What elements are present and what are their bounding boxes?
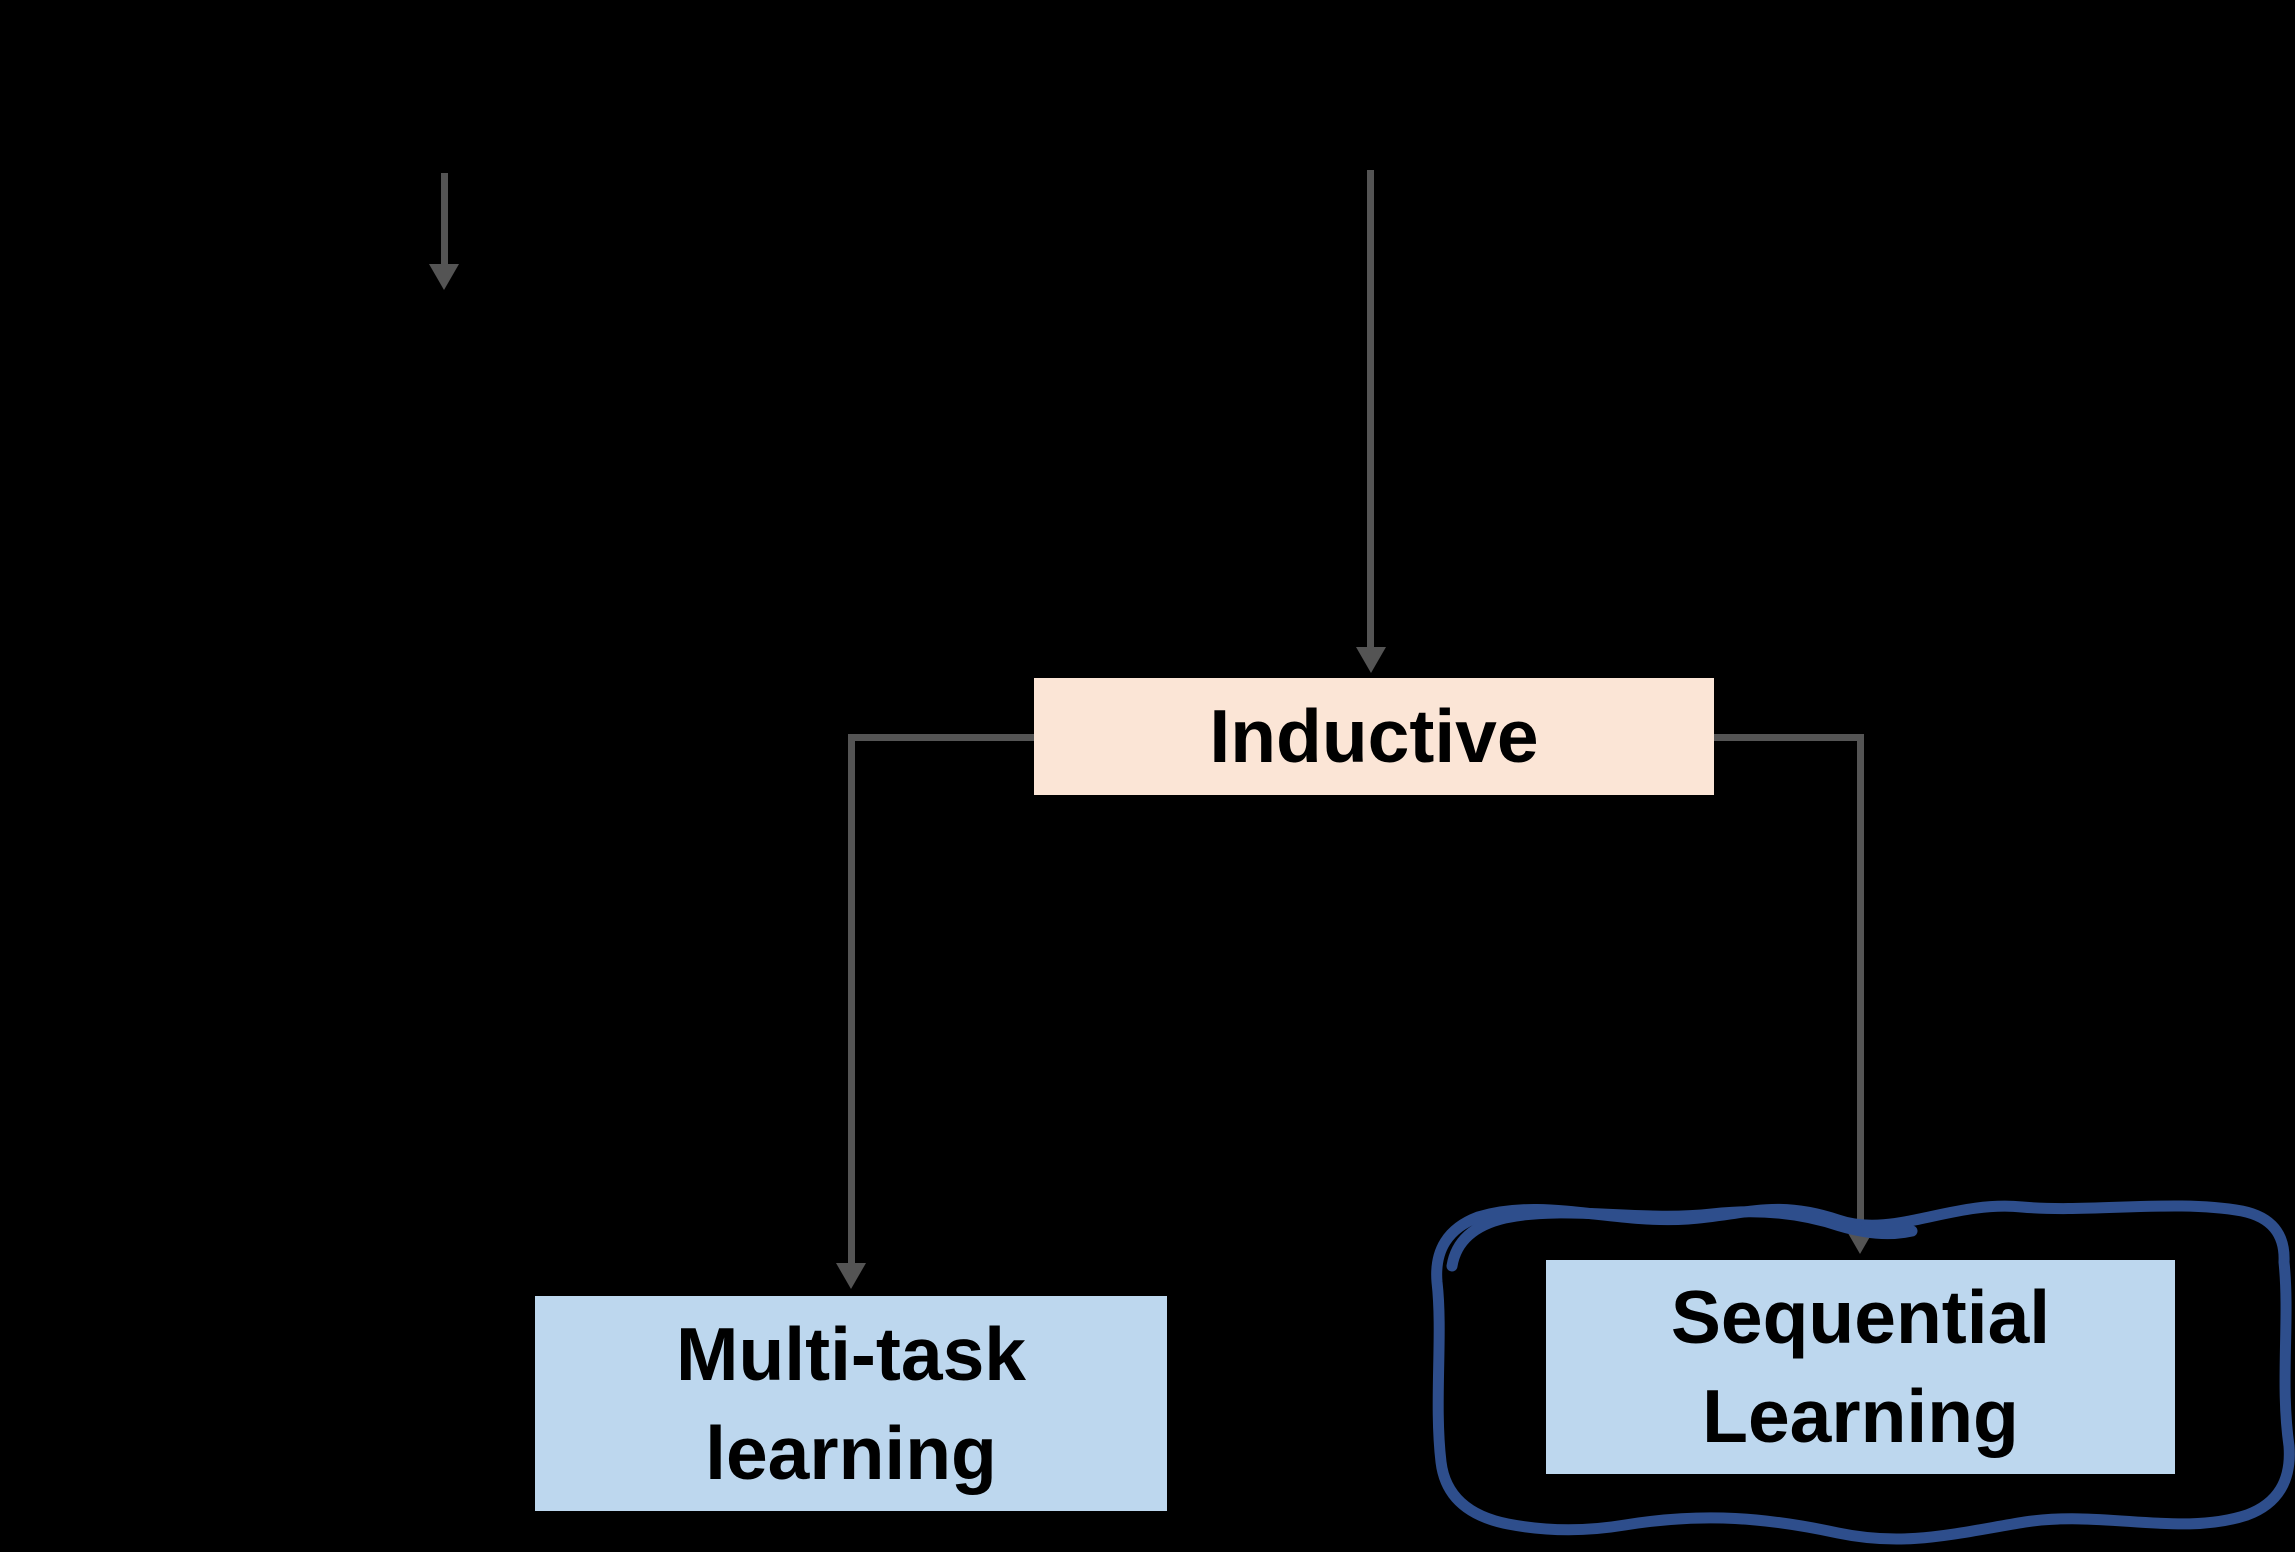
edge-inductive-to-sequential-vline: [1857, 734, 1864, 1228]
edge-inductive-to-sequential-hline: [1714, 734, 1864, 741]
down-arrowhead-icon: [429, 264, 459, 290]
multitask-node: Multi-task learning: [535, 1296, 1167, 1511]
inductive-node: Inductive: [1034, 678, 1714, 795]
inductive-label: Inductive: [1209, 694, 1539, 778]
edge-top-to-inductive-line: [1367, 170, 1374, 647]
sequential-label: Sequential Learning: [1670, 1275, 2051, 1458]
edge-inductive-to-multitask-hline: [848, 734, 1034, 741]
scribble-overlap-stroke: [1446, 1206, 1918, 1272]
short-down-arrow-line: [441, 173, 448, 264]
multitask-label: Multi-task learning: [675, 1311, 1027, 1495]
edge-inductive-to-multitask-vline: [848, 734, 855, 1263]
sequential-node: Sequential Learning: [1546, 1260, 2175, 1474]
down-arrowhead-icon: [1356, 647, 1386, 673]
down-arrowhead-icon: [1845, 1228, 1875, 1254]
down-arrowhead-icon: [836, 1263, 866, 1289]
